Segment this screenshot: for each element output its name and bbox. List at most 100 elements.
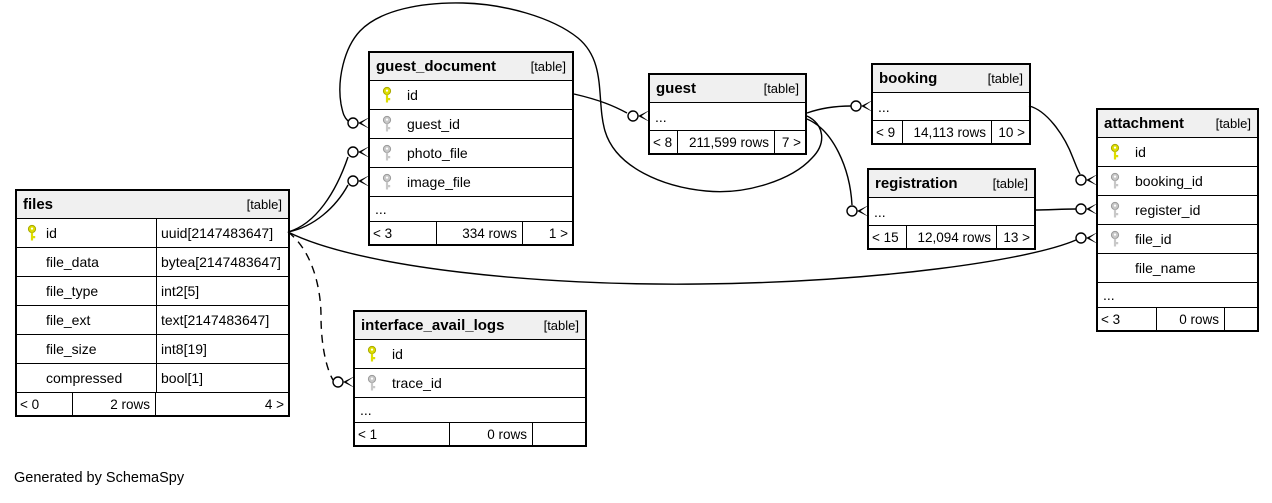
- edge-booking-to-attachment-booking-id: [1028, 105, 1081, 175]
- table-registration-header[interactable]: registration [table]: [869, 170, 1034, 197]
- column-name: id: [1135, 144, 1146, 160]
- column-row-id: id: [370, 80, 572, 109]
- open-dot: [846, 205, 858, 217]
- edge-guest-to-registration: [806, 118, 853, 206]
- table-booking[interactable]: booking [table] ... < 9 14,113 rows 10 >: [871, 63, 1031, 145]
- edge-files-id-to-guest-document-photo-file: [287, 156, 349, 233]
- column-type: text[2147483647]: [156, 306, 288, 334]
- fk-endpoint-guest: [627, 110, 650, 122]
- table-title: files: [23, 196, 54, 213]
- table-booking-header[interactable]: booking [table]: [873, 65, 1029, 92]
- table-tag: [table]: [1215, 116, 1251, 131]
- column-row-id: id: [355, 339, 585, 368]
- table-tag: [table]: [246, 197, 282, 212]
- foreign-key-icon: [1109, 201, 1121, 219]
- footer-min-degree: < 9: [873, 121, 903, 143]
- fk-endpoint-attachment-file-id: [1075, 232, 1098, 244]
- edge-guest-document-id-to-guest: [573, 93, 628, 114]
- column-row-file-size: file_size int8[19]: [17, 334, 288, 363]
- table-interface-avail-logs-header[interactable]: interface_avail_logs [table]: [355, 312, 585, 339]
- column-type: bool[1]: [156, 364, 288, 392]
- footer-max-degree: 7 >: [781, 134, 801, 150]
- column-name: register_id: [1135, 202, 1201, 218]
- column-row-trace-id: trace_id: [355, 368, 585, 397]
- table-tag: [table]: [543, 318, 579, 333]
- table-attachment[interactable]: attachment [table] id booking_id registe…: [1096, 108, 1259, 332]
- foreign-key-icon: [1109, 172, 1121, 190]
- column-name: file_size: [46, 341, 97, 357]
- table-attachment-header[interactable]: attachment [table]: [1098, 110, 1257, 137]
- table-registration[interactable]: registration [table] ... < 15 12,094 row…: [867, 168, 1036, 250]
- table-interface-avail-logs[interactable]: interface_avail_logs [table] id trace_id…: [353, 310, 587, 447]
- table-files-header[interactable]: files [table]: [17, 191, 288, 218]
- foreign-key-icon: [381, 144, 393, 162]
- column-row-file-data: file_data bytea[2147483647]: [17, 247, 288, 276]
- column-row-file-type: file_type int2[5]: [17, 276, 288, 305]
- footer-row-count: 2 rows: [73, 393, 156, 415]
- table-title: booking: [879, 70, 938, 87]
- table-guest-document[interactable]: guest_document [table] id guest_id photo…: [368, 51, 574, 246]
- column-row-file-ext: file_ext text[2147483647]: [17, 305, 288, 334]
- column-name: file_name: [1135, 260, 1196, 276]
- table-footer: < 3 334 rows 1 >: [370, 221, 572, 244]
- table-tag: [table]: [992, 176, 1028, 191]
- column-name: booking_id: [1135, 173, 1203, 189]
- table-guest[interactable]: guest [table] ... < 8 211,599 rows 7 >: [648, 73, 807, 155]
- edge-files-id-to-interface-avail-logs-trace-id: [287, 231, 334, 381]
- table-guest-document-header[interactable]: guest_document [table]: [370, 53, 572, 80]
- column-row-booking-id: booking_id: [1098, 166, 1257, 195]
- fk-endpoint-guest-document-image-file: [347, 175, 370, 187]
- table-title: registration: [875, 175, 958, 192]
- primary-key-icon: [366, 345, 378, 363]
- table-tag: [table]: [763, 81, 799, 96]
- open-dot: [1075, 174, 1087, 186]
- table-footer: < 15 12,094 rows 13 >: [869, 225, 1034, 248]
- edge-files-id-to-guest-document-image-file: [287, 184, 349, 233]
- footer-min-degree: < 15: [869, 226, 907, 248]
- column-row-photo-file: photo_file: [370, 138, 572, 167]
- table-footer: < 0 2 rows 4 >: [17, 392, 288, 415]
- fk-endpoint-interface-avail-logs-trace-id: [332, 376, 355, 388]
- table-title: attachment: [1104, 115, 1185, 132]
- column-row-compressed: compressed bool[1]: [17, 363, 288, 392]
- footer-min-degree: < 8: [650, 131, 678, 153]
- footer-row-count: 0 rows: [1157, 308, 1225, 330]
- open-dot: [347, 146, 359, 158]
- fk-endpoint-registration: [846, 205, 869, 217]
- column-name: file_data: [46, 254, 99, 270]
- fk-endpoint-guest-document-guest-id: [347, 117, 370, 129]
- column-name: guest_id: [407, 116, 460, 132]
- table-footer: < 8 211,599 rows 7 >: [650, 130, 805, 153]
- column-row-guest-id: guest_id: [370, 109, 572, 138]
- table-footer: < 3 0 rows: [1098, 307, 1257, 330]
- hidden-columns-ellipsis: ...: [869, 197, 1034, 225]
- footer-min-degree: < 3: [370, 222, 437, 244]
- footer-row-count: 14,113 rows: [903, 121, 992, 143]
- hidden-columns-ellipsis: ...: [355, 397, 585, 422]
- table-title: guest: [656, 80, 697, 97]
- footer-row-count: 0 rows: [450, 423, 533, 445]
- open-dot: [627, 110, 639, 122]
- column-type: uuid[2147483647]: [156, 219, 288, 247]
- primary-key-icon: [1109, 143, 1121, 161]
- column-name: file_type: [46, 283, 99, 299]
- column-name: file_id: [1135, 231, 1172, 247]
- edge-registration-to-attachment-register-id: [1033, 208, 1077, 211]
- column-row-file-id: file_id: [1098, 224, 1257, 253]
- table-guest-header[interactable]: guest [table]: [650, 75, 805, 102]
- column-name: trace_id: [392, 375, 442, 391]
- table-files[interactable]: files [table] id uuid[2147483647] file_d…: [15, 189, 290, 417]
- foreign-key-icon: [366, 374, 378, 392]
- primary-key-icon: [26, 224, 38, 242]
- footer-min-degree: < 0: [17, 393, 73, 415]
- table-title: interface_avail_logs: [361, 317, 505, 334]
- column-row-file-name: file_name: [1098, 253, 1257, 282]
- hidden-columns-ellipsis: ...: [650, 102, 805, 130]
- fk-endpoint-attachment-register-id: [1075, 203, 1098, 215]
- table-footer: < 1 0 rows: [355, 422, 585, 445]
- open-dot: [1075, 232, 1087, 244]
- table-title: guest_document: [376, 58, 497, 75]
- column-name: id: [46, 225, 57, 241]
- column-name: photo_file: [407, 145, 468, 161]
- column-row-image-file: image_file: [370, 167, 572, 196]
